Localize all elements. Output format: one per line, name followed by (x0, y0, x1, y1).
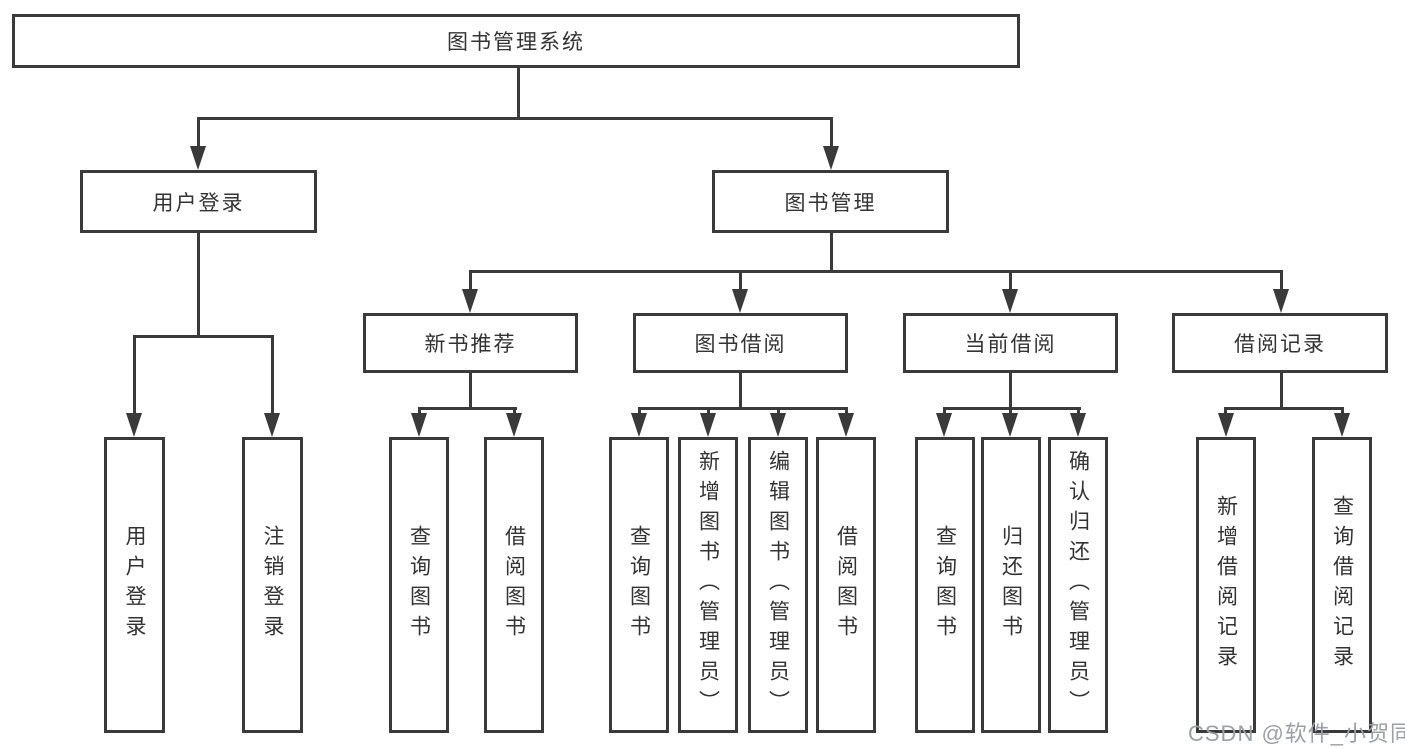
arrow-down-icon (126, 413, 142, 437)
connector-line (469, 270, 1283, 273)
connector-line (830, 233, 833, 273)
connector-line (777, 407, 780, 417)
connector-line (197, 117, 200, 148)
arrow-down-icon (838, 413, 854, 437)
node-leaf-current-query: 查询图书 (915, 437, 975, 733)
arrow-down-icon (732, 289, 748, 313)
node-leaf-borrow-add-admin: 新增图书（管理员） (678, 437, 738, 733)
connector-line (1280, 270, 1283, 292)
connector-line (1009, 270, 1012, 292)
arrow-down-icon (700, 413, 716, 437)
connector-line (739, 270, 742, 292)
connector-line (1009, 407, 1012, 417)
connector-line (1341, 407, 1344, 417)
node-leaf-newbook-query: 查询图书 (389, 437, 449, 733)
connector-line (1077, 407, 1080, 417)
connector-line (418, 407, 421, 417)
node-library-system: 图书管理系统 (12, 14, 1020, 68)
connector-line (197, 117, 833, 120)
arrow-down-icon (823, 146, 839, 170)
connector-line (469, 270, 472, 292)
connector-line (197, 233, 200, 338)
connector-line (133, 335, 274, 338)
connector-line (1009, 373, 1012, 410)
node-leaf-newbook-borrow: 借阅图书 (484, 437, 544, 733)
arrow-down-icon (1002, 413, 1018, 437)
connector-line (638, 407, 641, 417)
node-user-login: 用户登录 (80, 170, 317, 233)
arrow-down-icon (462, 289, 478, 313)
node-leaf-current-confirm-admin: 确认归还（管理员） (1048, 437, 1108, 733)
connector-line (943, 407, 946, 417)
connector-line (1224, 407, 1227, 417)
arrow-down-icon (1070, 413, 1086, 437)
node-leaf-borrow-borrow: 借阅图书 (816, 437, 876, 733)
node-leaf-current-return: 归还图书 (981, 437, 1041, 733)
connector-line (830, 117, 833, 148)
node-new-book-recommend: 新书推荐 (363, 313, 578, 373)
connector-line (517, 68, 520, 120)
connector-line (418, 407, 517, 410)
connector-line (513, 407, 516, 417)
arrow-down-icon (264, 413, 280, 437)
arrow-down-icon (506, 413, 522, 437)
node-book-borrow: 图书借阅 (633, 313, 848, 373)
node-leaf-borrow-edit-admin: 编辑图书（管理员） (748, 437, 808, 733)
arrow-down-icon (411, 413, 427, 437)
node-leaf-logout: 注销登录 (242, 437, 303, 733)
arrow-down-icon (190, 146, 206, 170)
node-leaf-borrow-query: 查询图书 (609, 437, 669, 733)
node-current-borrow: 当前借阅 (903, 313, 1118, 373)
connector-line (943, 407, 1081, 410)
node-book-management: 图书管理 (712, 170, 949, 233)
arrow-down-icon (631, 413, 647, 437)
connector-line (1280, 373, 1283, 410)
arrow-down-icon (1218, 413, 1234, 437)
connector-line (1224, 407, 1344, 410)
arrow-down-icon (936, 413, 952, 437)
arrow-down-icon (770, 413, 786, 437)
node-borrow-records: 借阅记录 (1172, 313, 1388, 373)
node-leaf-records-add: 新增借阅记录 (1196, 437, 1256, 733)
node-leaf-records-query: 查询借阅记录 (1312, 437, 1372, 733)
connector-line (271, 335, 274, 415)
connector-line (638, 407, 848, 410)
node-leaf-user-login: 用户登录 (104, 437, 165, 733)
connector-line (469, 373, 472, 410)
arrow-down-icon (1002, 289, 1018, 313)
connector-line (133, 335, 136, 415)
connector-line (707, 407, 710, 417)
connector-line (739, 373, 742, 410)
arrow-down-icon (1334, 413, 1350, 437)
connector-line (845, 407, 848, 417)
arrow-down-icon (1273, 289, 1289, 313)
watermark: CSDN @软件_小贺同学 (1188, 721, 1405, 746)
